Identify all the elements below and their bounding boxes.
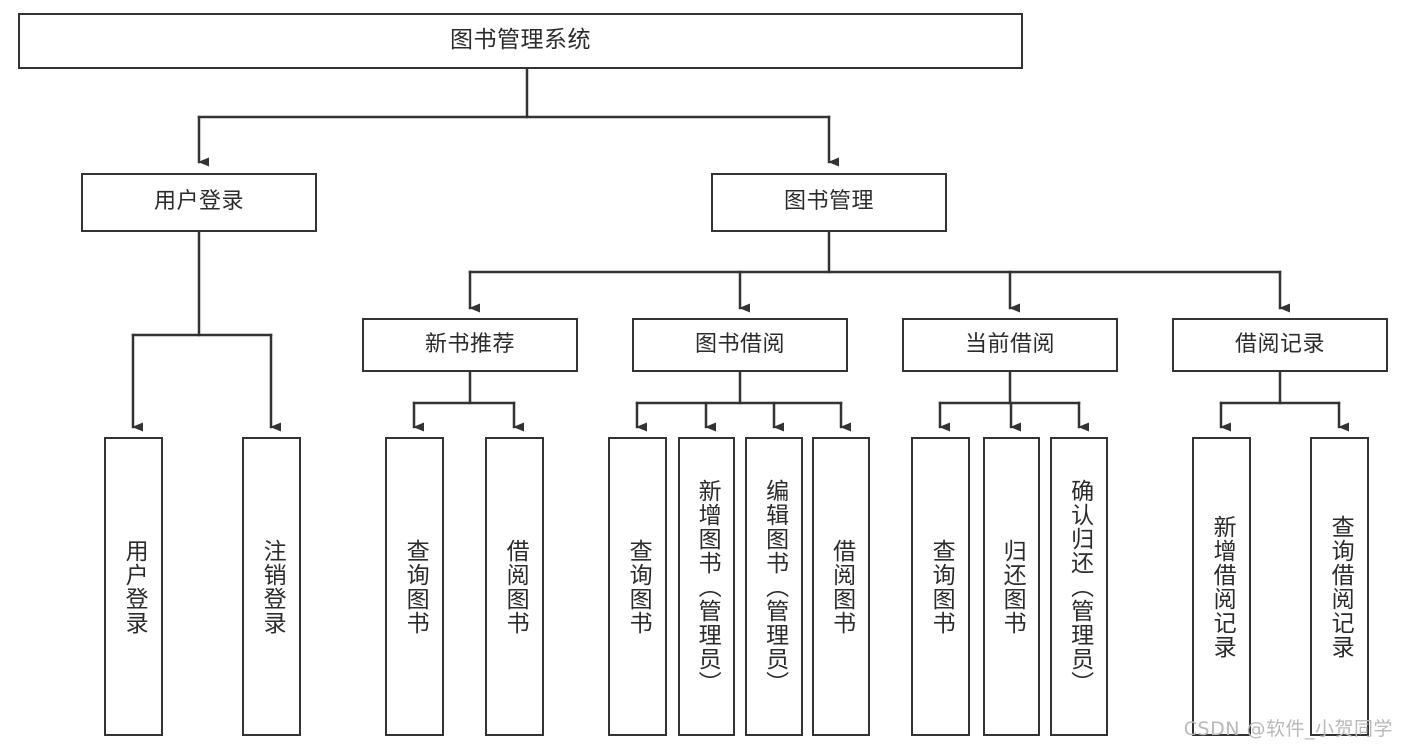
- node-borrow-record-label: 借阅记录: [1234, 331, 1325, 357]
- node-leaf-query-book-1[interactable]: 查询图书: [385, 437, 444, 736]
- node-leaf-return-book[interactable]: 归还图书: [983, 437, 1040, 736]
- node-leaf-query-book-3-label: 查询图书: [928, 538, 955, 635]
- node-root-label: 图书管理系统: [450, 27, 591, 54]
- node-leaf-add-record-label: 新增借阅记录: [1209, 514, 1236, 659]
- node-leaf-query-record-label: 查询借阅记录: [1327, 514, 1354, 659]
- node-root[interactable]: 图书管理系统: [18, 13, 1023, 69]
- node-leaf-confirm-return[interactable]: 确认归还（管理员）: [1050, 437, 1108, 736]
- node-leaf-edit-book[interactable]: 编辑图书（管理员）: [745, 437, 803, 736]
- node-leaf-query-book-3[interactable]: 查询图书: [911, 437, 970, 736]
- node-leaf-logout-label: 注销登录: [259, 538, 286, 635]
- node-leaf-add-record[interactable]: 新增借阅记录: [1192, 437, 1251, 736]
- node-new-book-recommend-label: 新书推荐: [424, 331, 515, 357]
- watermark-text: CSDN @软件_小贺同学: [1183, 718, 1393, 740]
- node-leaf-borrow-book-1[interactable]: 借阅图书: [485, 437, 544, 736]
- node-current-borrow[interactable]: 当前借阅: [902, 318, 1118, 372]
- node-leaf-user-login-label: 用户登录: [121, 538, 148, 635]
- node-leaf-borrow-book-1-label: 借阅图书: [502, 538, 529, 635]
- node-book-manage-label: 图书管理: [783, 189, 874, 215]
- node-user-login[interactable]: 用户登录: [81, 173, 317, 232]
- node-leaf-query-book-2-label: 查询图书: [625, 538, 652, 635]
- node-book-manage[interactable]: 图书管理: [711, 173, 947, 232]
- node-book-borrow[interactable]: 图书借阅: [632, 318, 848, 372]
- node-leaf-borrow-book-2-label: 借阅图书: [828, 538, 855, 635]
- node-user-login-label: 用户登录: [153, 189, 244, 215]
- node-leaf-user-login[interactable]: 用户登录: [104, 437, 163, 736]
- node-leaf-edit-book-label: 编辑图书（管理员）: [761, 478, 788, 695]
- node-leaf-add-book-label: 新增图书（管理员）: [694, 478, 721, 695]
- node-leaf-borrow-book-2[interactable]: 借阅图书: [812, 437, 870, 736]
- node-leaf-confirm-return-label: 确认归还（管理员）: [1066, 478, 1093, 695]
- node-new-book-recommend[interactable]: 新书推荐: [362, 318, 578, 372]
- node-borrow-record[interactable]: 借阅记录: [1172, 318, 1388, 372]
- node-leaf-logout[interactable]: 注销登录: [242, 437, 301, 736]
- node-leaf-add-book[interactable]: 新增图书（管理员）: [678, 437, 735, 736]
- node-leaf-query-book-2[interactable]: 查询图书: [608, 437, 667, 736]
- node-leaf-query-record[interactable]: 查询借阅记录: [1310, 437, 1369, 736]
- node-leaf-query-book-1-label: 查询图书: [402, 538, 429, 635]
- node-leaf-return-book-label: 归还图书: [999, 538, 1026, 635]
- node-current-borrow-label: 当前借阅: [964, 331, 1055, 357]
- node-book-borrow-label: 图书借阅: [694, 331, 785, 357]
